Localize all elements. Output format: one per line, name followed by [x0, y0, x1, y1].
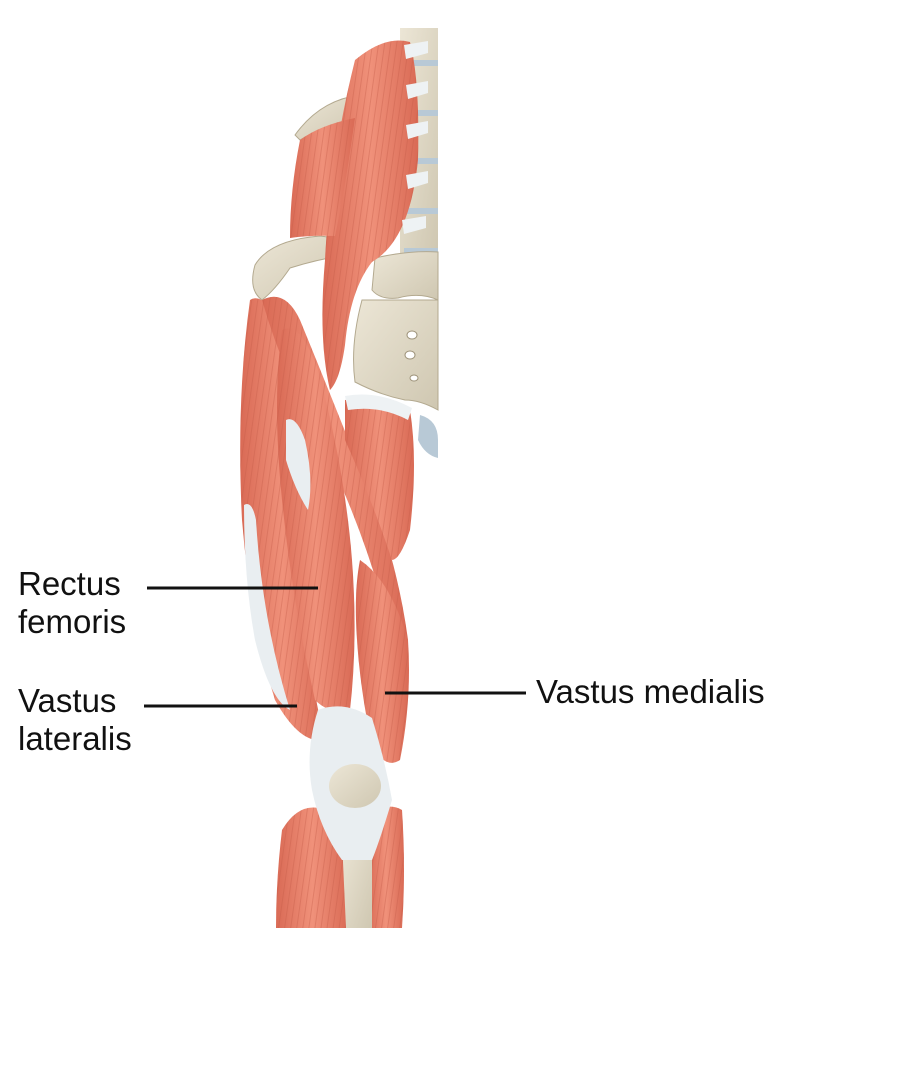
label-rectus-femoris-line2: femoris — [18, 603, 127, 640]
knee — [309, 706, 392, 860]
label-vastus-medialis-text: Vastus medialis — [536, 673, 765, 710]
label-vastus-lateralis-line1: Vastus — [18, 682, 117, 719]
label-vastus-lateralis-line2: lateralis — [18, 720, 132, 757]
pelvis — [252, 94, 439, 458]
label-rectus-femoris-line1: Rectus — [18, 565, 121, 602]
adductor-muscles — [345, 394, 414, 560]
leader-lines — [144, 586, 526, 708]
label-rectus-femoris: Rectus femoris — [18, 565, 126, 641]
rectus-femoris-muscle — [277, 328, 355, 712]
label-vastus-lateralis: Vastus lateralis — [18, 682, 132, 758]
psoas-muscle — [290, 40, 428, 390]
label-vastus-medialis: Vastus medialis — [536, 673, 765, 711]
vastus-medialis-muscle — [355, 560, 409, 763]
